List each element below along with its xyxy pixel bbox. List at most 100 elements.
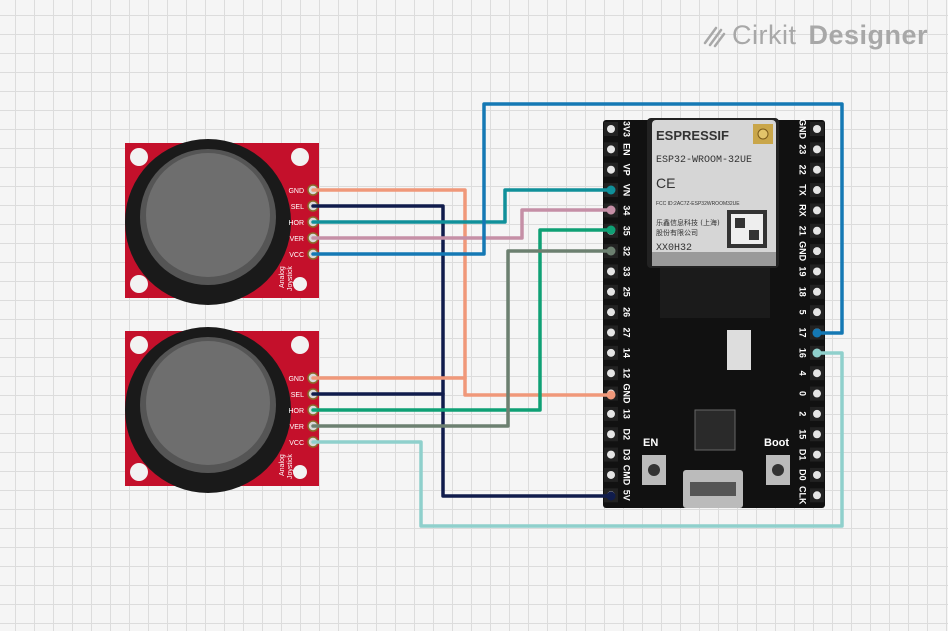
joystick-label-analog: Analog bbox=[279, 454, 286, 476]
esp32-pin-14[interactable] bbox=[607, 348, 615, 357]
wire-j1-vcc[interactable] bbox=[311, 102, 844, 335]
esp32-pin-d3[interactable] bbox=[607, 450, 615, 459]
esp32-pin-19[interactable] bbox=[813, 267, 821, 276]
en-label: EN bbox=[643, 437, 658, 449]
joystick-label-analog: Analog bbox=[279, 266, 286, 288]
esp32-pin-label-left: 3V3 bbox=[622, 121, 632, 137]
mount-hole-icon bbox=[293, 277, 307, 291]
ce-mark: CE bbox=[656, 175, 675, 191]
wire-j2-ver[interactable] bbox=[311, 249, 613, 428]
wire-j2-vcc[interactable] bbox=[311, 351, 844, 528]
boot-label: Boot bbox=[764, 437, 789, 449]
esp32-pin-label-left: VN bbox=[622, 184, 632, 197]
esp32-pin-3v3[interactable] bbox=[607, 125, 615, 133]
joystick-cap[interactable] bbox=[146, 153, 270, 277]
wire-endpoint bbox=[812, 348, 822, 358]
cirkit-logo-icon bbox=[703, 26, 726, 47]
wire-endpoint bbox=[606, 246, 616, 256]
esp32-pin-label-right: TX bbox=[798, 184, 808, 196]
esp32-pin-22[interactable] bbox=[813, 165, 821, 174]
esp32-pin-5[interactable] bbox=[813, 308, 821, 317]
module-code: XX0H32 bbox=[656, 243, 692, 254]
esp32-pin-d0[interactable] bbox=[813, 470, 821, 479]
joystick-pin-label-vcc: VCC bbox=[289, 440, 304, 447]
joystick-pin-label-vcc: VCC bbox=[289, 252, 304, 259]
esp32-pin-33[interactable] bbox=[607, 267, 615, 276]
esp32-pin-0[interactable] bbox=[813, 389, 821, 398]
esp32-pin-gnd[interactable] bbox=[813, 247, 821, 256]
wire-endpoint bbox=[606, 205, 616, 215]
esp32-pin-26[interactable] bbox=[607, 308, 615, 317]
module-name: ESP32-WROOM-32UE bbox=[656, 155, 752, 166]
mount-hole-icon bbox=[291, 336, 309, 354]
esp32-pin-cmd[interactable] bbox=[607, 470, 615, 479]
joystick-label-joystick: Joystick bbox=[287, 454, 294, 479]
esp32-pin-label-right: 15 bbox=[798, 429, 808, 439]
esp32-pin-label-left: EN bbox=[622, 143, 632, 156]
joystick-pin-label-sel: SEL bbox=[291, 392, 304, 399]
esp32-pin-gnd[interactable] bbox=[813, 125, 821, 133]
joystick-pin-label-gnd: GND bbox=[288, 188, 304, 195]
esp32-pin-4[interactable] bbox=[813, 369, 821, 378]
esp32-pin-21[interactable] bbox=[813, 226, 821, 235]
esp32-pin-label-right: D1 bbox=[798, 449, 808, 461]
esp32-pin-en[interactable] bbox=[607, 145, 615, 154]
esp32-pin-label-left: D2 bbox=[622, 428, 632, 440]
wire-endpoint bbox=[606, 185, 616, 195]
esp32-pin-label-right: 2 bbox=[798, 411, 808, 416]
esp32-pin-label-left: 27 bbox=[622, 327, 632, 337]
esp32-pin-label-left: 12 bbox=[622, 368, 632, 378]
esp32-pin-label-right: 5 bbox=[798, 310, 808, 315]
esp32-pin-vp[interactable] bbox=[607, 165, 615, 174]
esp32-pin-label-left: 25 bbox=[622, 287, 632, 297]
esp32-pin-d2[interactable] bbox=[607, 430, 615, 439]
qr-block bbox=[749, 230, 759, 240]
joystick-cap[interactable] bbox=[146, 341, 270, 465]
boot-button-cap bbox=[772, 464, 784, 476]
esp32-pin-label-right: GND bbox=[798, 119, 808, 140]
wire-endpoint bbox=[812, 328, 822, 338]
wire-endpoint bbox=[606, 491, 616, 501]
wire-j1-gnd[interactable] bbox=[311, 188, 613, 397]
esp32-pin-label-right: 4 bbox=[798, 371, 808, 376]
module-brand: ESPRESSIF bbox=[656, 128, 729, 143]
esp32-pin-18[interactable] bbox=[813, 287, 821, 296]
brand-logo: Cirkit Designer bbox=[702, 20, 928, 51]
mount-hole-icon bbox=[291, 148, 309, 166]
esp32-pin-tx[interactable] bbox=[813, 186, 821, 195]
esp32-pin-label-right: 18 bbox=[798, 287, 808, 297]
wire-j1-ver[interactable] bbox=[311, 208, 613, 240]
en-button-cap bbox=[648, 464, 660, 476]
esp32-pin-clk[interactable] bbox=[813, 491, 821, 500]
esp32-pin-d1[interactable] bbox=[813, 450, 821, 459]
esp32-pin-2[interactable] bbox=[813, 409, 821, 418]
esp32-pin-25[interactable] bbox=[607, 287, 615, 296]
esp32-board[interactable]: ESPRESSIF ESP32-WROOM-32UE CE FCC ID:2AC… bbox=[603, 118, 825, 508]
cn-line-1: 乐鑫信息科技 (上海) bbox=[656, 218, 720, 227]
esp32-pin-rx[interactable] bbox=[813, 206, 821, 215]
esp32-pin-label-right: CLK bbox=[798, 486, 808, 505]
joystick-label-joystick: Joystick bbox=[287, 266, 294, 291]
esp32-pin-label-left: 5V bbox=[622, 490, 632, 501]
esp32-pin-23[interactable] bbox=[813, 145, 821, 154]
esp32-pin-label-left: 13 bbox=[622, 409, 632, 419]
esp32-pin-15[interactable] bbox=[813, 430, 821, 439]
esp32-pin-13[interactable] bbox=[607, 409, 615, 418]
esp32-pin-12[interactable] bbox=[607, 369, 615, 378]
brand-name-designer: Designer bbox=[808, 20, 928, 50]
joystick-pin-label-gnd: GND bbox=[288, 376, 304, 383]
joystick-pin-label-sel: SEL bbox=[291, 204, 304, 211]
esp32-pin-label-right: 17 bbox=[798, 327, 808, 337]
wire-j1-hor[interactable] bbox=[311, 188, 613, 224]
esp32-pin-label-right: 21 bbox=[798, 226, 808, 236]
wire-j1-sel[interactable] bbox=[311, 204, 613, 498]
esp32-pin-label-left: GND bbox=[622, 384, 632, 405]
wire-j2-hor[interactable] bbox=[311, 228, 613, 412]
usb-uart-chip bbox=[694, 409, 736, 451]
esp32-pin-27[interactable] bbox=[607, 328, 615, 337]
cn-line-2: 股份有限公司 bbox=[656, 228, 698, 237]
esp32-pin-label-right: 16 bbox=[798, 348, 808, 358]
